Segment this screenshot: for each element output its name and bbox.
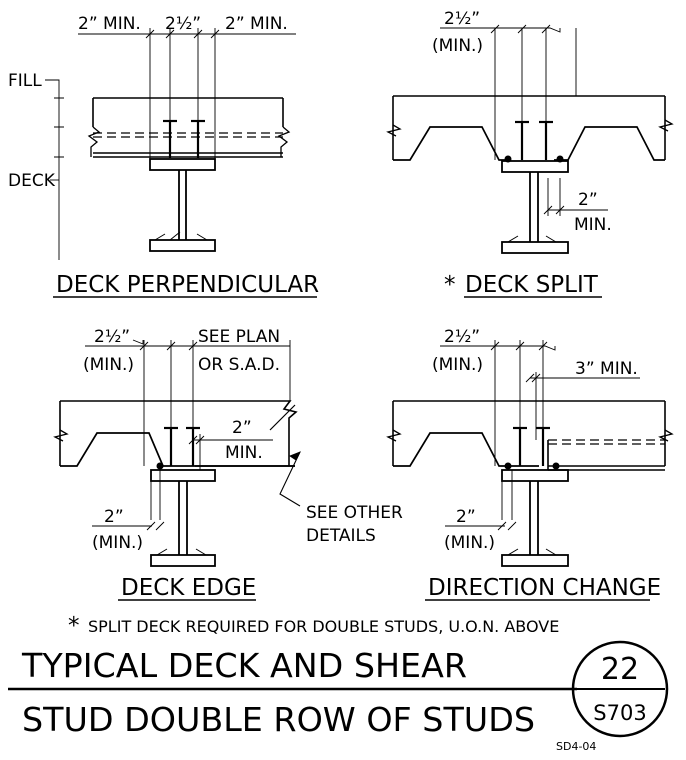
metal-deck (393, 432, 665, 471)
deck-label: DECK (8, 171, 56, 191)
footnote-mark: * (68, 613, 80, 639)
dim-edge-label: 2” (232, 418, 252, 438)
metal-deck (393, 126, 665, 161)
detail-deck-split: 2½” (MIN.) 2” MIN. * DECK SPLIT (386, 9, 674, 298)
detail-number: 22 (601, 652, 639, 687)
shear-studs (504, 426, 560, 470)
steel-beam (501, 160, 569, 254)
detail-deck-edge: 2½” (MIN.) SEE PLAN OR S.A.D. 2” MIN. 2”… (53, 327, 403, 601)
see-other-label: SEE OTHER (306, 503, 403, 523)
metal-deck (60, 432, 295, 467)
detail-deck-perpendicular: 2” MIN. 2½” 2” MIN. FILL DECK DECK PERPE… (8, 14, 319, 298)
dim-top-label: 2½” (94, 327, 130, 347)
detail-title-edge: DECK EDGE (121, 575, 256, 601)
drawing-title-line-2: STUD DOUBLE ROW OF STUDS (22, 700, 535, 739)
dim-right-label: 2” MIN. (225, 14, 288, 34)
concrete-fill (92, 97, 284, 127)
dimension-lines (45, 28, 296, 260)
dimension-lines (440, 24, 608, 216)
dim-top-min-label: (MIN.) (83, 355, 134, 375)
shear-studs (156, 426, 200, 470)
dim-side-label: 2” (578, 190, 598, 210)
concrete-fill (386, 95, 674, 160)
dim-low-label: 2” (456, 507, 476, 527)
dim-top-label: 2½” (444, 9, 480, 29)
title-block: TYPICAL DECK AND SHEAR STUD DOUBLE ROW O… (8, 640, 669, 753)
footnote-text: SPLIT DECK REQUIRED FOR DOUBLE STUDS, U.… (88, 617, 559, 636)
drawing-title-line-1: TYPICAL DECK AND SHEAR (21, 646, 467, 685)
concrete-fill (386, 400, 674, 466)
see-other-details-label: DETAILS (306, 526, 376, 546)
dim-overlap-label: 3” MIN. (575, 359, 638, 379)
drawing-code: SD4-04 (556, 740, 596, 753)
dim-mid-label: 2½” (165, 14, 201, 34)
dim-left-label: 2” MIN. (78, 14, 141, 34)
detail-title-direction-change: DIRECTION CHANGE (428, 575, 661, 601)
dim-low-min-label: (MIN.) (92, 533, 143, 553)
shear-studs (504, 120, 564, 163)
detail-callout-circle (571, 640, 669, 738)
detail-title-perpendicular: DECK PERPENDICULAR (56, 272, 319, 298)
dim-top-min-label: (MIN.) (432, 36, 483, 56)
dim-top-label: 2½” (444, 327, 480, 347)
dim-low-label: 2” (104, 507, 124, 527)
dimension-lines (85, 339, 301, 531)
detail-direction-change: 2½” (MIN.) 3” MIN. 2” (MIN.) DIRECTION C… (386, 327, 674, 601)
dimension-lines (440, 340, 640, 531)
dim-side-min-label: MIN. (574, 215, 612, 235)
steel-beam (149, 158, 216, 252)
footnote: * SPLIT DECK REQUIRED FOR DOUBLE STUDS, … (68, 613, 559, 639)
see-plan-label: SEE PLAN (198, 327, 280, 347)
detail-title-split: DECK SPLIT (465, 272, 599, 298)
dim-edge-min-label: MIN. (225, 443, 263, 463)
sheet-number: S703 (593, 701, 646, 725)
dim-low-min-label: (MIN.) (444, 533, 495, 553)
dim-top-min-label: (MIN.) (432, 355, 483, 375)
metal-deck (87, 126, 291, 158)
fill-label: FILL (8, 71, 42, 91)
steel-beam (150, 469, 216, 567)
detail-title-split-mark: * (444, 272, 456, 298)
see-plan-sad-label: OR S.A.D. (198, 355, 280, 375)
